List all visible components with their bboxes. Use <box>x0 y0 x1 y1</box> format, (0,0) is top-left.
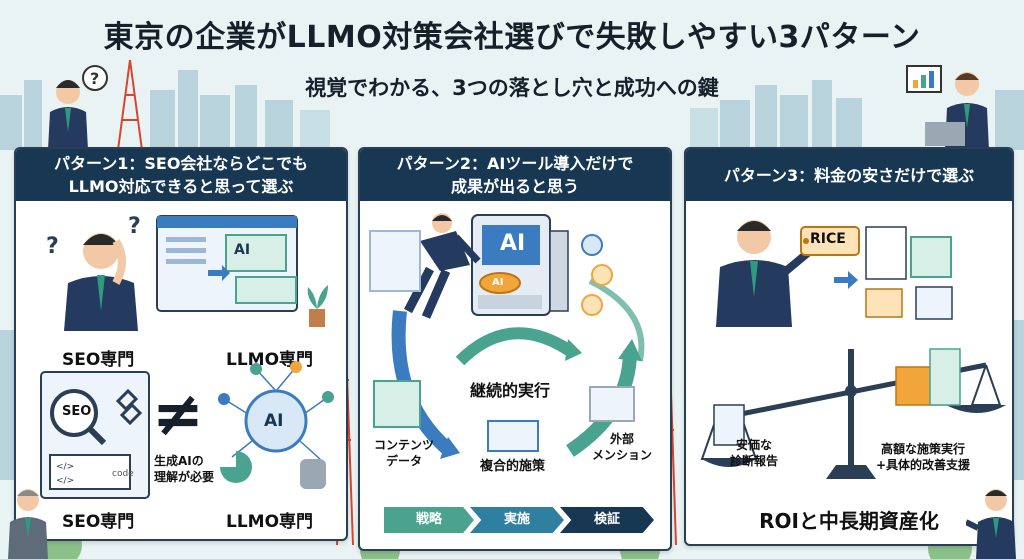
button-ai-text: AI <box>492 277 504 288</box>
pattern2-panel: パターン2：AIツール導入だけで 成果が出ると思う AI AI <box>358 147 672 551</box>
pattern1-header: パターン1：SEO会社ならどこでも LLMO対応できると思って選ぶ <box>16 149 346 201</box>
ai-brain-network-icon <box>218 361 334 489</box>
combined-measures-label: 複合的施策 <box>480 459 546 474</box>
continuous-cycle-diagram <box>369 213 645 459</box>
step-execution: 実施 <box>470 507 564 533</box>
note-generative-ai: 生成AIの 理解が必要 <box>154 454 215 484</box>
machine-ai-text: AI <box>500 231 526 256</box>
balance-scale-icon <box>700 348 1006 479</box>
pattern1-panel: パターン1：SEO会社ならどこでも LLMO対応できると思って選ぶ ? ? AI… <box>14 147 348 541</box>
cheap-report-label: 安価な 診断報告 <box>730 438 779 468</box>
pattern3-header: パターン3：料金の安さだけで選ぶ <box>686 149 1012 201</box>
svg-text:?: ? <box>46 234 59 259</box>
not-equal-sign: ≠ <box>152 377 204 450</box>
label-llmo-bottom: LLMO専門 <box>226 512 314 532</box>
svg-text:</>: </> <box>56 476 74 486</box>
content-data-label: コンテンツ データ <box>374 438 435 468</box>
step-verification: 検証 <box>560 507 654 533</box>
page-title: 東京の企業がLLMO対策会社選びで失敗しやすい3パターン <box>103 20 921 55</box>
thinking-man-bottom-left-icon <box>8 489 48 559</box>
price-tag-text: RICE <box>810 231 846 247</box>
svg-text:?: ? <box>128 214 141 239</box>
pattern2-header: パターン2：AIツール導入だけで 成果が出ると思う <box>360 149 670 201</box>
tokyo-tower-left <box>117 59 143 151</box>
label-seo-top: SEO専門 <box>62 350 135 370</box>
brain-ai-text: AI <box>264 411 284 431</box>
presenter-with-laptop-icon <box>906 65 989 150</box>
svg-text:</>: </> <box>56 462 74 472</box>
seo-magnifier-text: SEO <box>62 404 92 419</box>
confused-businessman-icon: ? <box>48 65 108 150</box>
external-mention-label: 外部 メンション <box>592 432 653 462</box>
price-tag-man-illustration <box>716 220 953 327</box>
label-seo-bottom: SEO専門 <box>62 512 135 532</box>
seo-tools-box-icon: </> </> <box>40 371 150 499</box>
code-text: code <box>112 469 134 479</box>
pointing-man-bottom-right-icon <box>966 489 1016 559</box>
confused-seo-man-icon: ? ? <box>46 214 141 331</box>
cycle-center-label: 継続的実行 <box>470 381 551 400</box>
expensive-execution-label: 高額な施策実行 +具体的改善支援 <box>876 442 971 472</box>
ai-browser-window-icon <box>156 215 298 312</box>
screen-ai-text: AI <box>234 242 251 258</box>
page-subtitle: 視覚でわかる、3つの落とし穴と成功への鍵 <box>305 76 719 100</box>
potted-plant-icon <box>307 285 328 327</box>
roi-label: ROIと中長期資産化 <box>759 509 939 533</box>
pattern3-panel: パターン3：料金の安さだけで選ぶ RICE 安価な 診断報告 高額な施策実行 <box>684 147 1014 546</box>
svg-text:?: ? <box>90 69 99 88</box>
step-strategy: 戦略 <box>384 507 474 533</box>
